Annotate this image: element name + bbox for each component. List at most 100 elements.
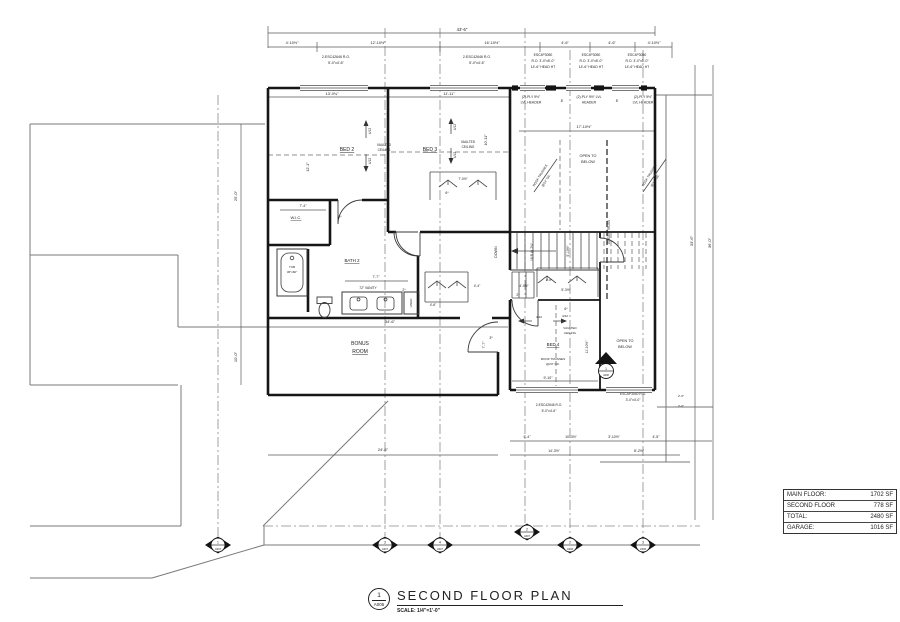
grid-marker-3-sheet: A007 [382, 547, 389, 551]
bed3-slope-2: 4/12 [453, 152, 457, 159]
dim-top-seg-3: 16'-10½" [485, 41, 501, 45]
window-note-4-line2: R.O. 3'-0"x5'-0" [579, 59, 603, 63]
bed4-truss-1: ROOF TRUSSES [541, 357, 565, 361]
bed3-vaulted-2: CEILING [462, 145, 475, 149]
dim-top-seg-6: 4'-10½" [648, 41, 661, 45]
detail-marker: 1 A005 [368, 588, 390, 610]
dim-hall-3: 4'-0½" [519, 284, 529, 288]
roof-outline-lines [29, 94, 713, 579]
open-below-upper-2: BELOW [581, 160, 595, 164]
grid-markers [205, 352, 656, 554]
roof-slope-arrows [363, 118, 667, 324]
dim-top-seg-1: 4'-10½" [286, 41, 299, 45]
dim-br-3: 3'-10½" [608, 435, 621, 439]
section-marker [205, 536, 231, 554]
section-marker [557, 536, 583, 554]
section-marker [514, 523, 540, 541]
area-label: SECOND FLOOR [787, 503, 836, 509]
dim-bed4-depth: 11'-10½" [585, 340, 589, 354]
dim-stairs-width: 5'-10½" [566, 245, 570, 257]
dim-hall-2: 4'-4" [474, 284, 481, 288]
room-bonus-1: BONUS [351, 341, 369, 347]
window-note-5-line3: 14'-6" HEAD HT [625, 65, 649, 69]
title-block: 1 A005 SECOND FLOOR PLAN SCALE: 1/4"=1'-… [368, 588, 623, 614]
dim-wic-width: 7'-4" [300, 204, 308, 208]
vanity-label: 72" VANITY [359, 286, 377, 290]
door-size-bed4-door: 2⁸ [516, 293, 520, 297]
window-note-5-line2: R.O. 3'-0"x5'-0" [625, 59, 649, 63]
section-marker [630, 536, 656, 554]
open-below-lower-2: BELOW [618, 345, 632, 349]
table-row: GARAGE: 1016 SF [784, 523, 896, 533]
window-note-2-line2: 5'-0"x4'-6" [469, 61, 485, 65]
dim-right-360: 36'-0" [707, 237, 712, 248]
tub-label-1: TUB [289, 265, 295, 269]
dim-top-seg-5: 4'-6" [608, 41, 616, 45]
dim-bed3-width: 11'-11" [443, 92, 455, 96]
windows [300, 85, 652, 393]
area-value: 1016 SF [870, 525, 893, 531]
stairs-riser-note: 16 R @ 7¾" [530, 242, 534, 261]
window-note-2-line1: 2-ESC42646 R.O. [463, 55, 491, 59]
header-note-1-line1: (2)-PLY 9½" [522, 95, 541, 99]
grid-marker-2-num: 2 [526, 528, 528, 532]
bed4-truss-2: @24" OC. [546, 362, 560, 366]
grid-marker-4-num: 4 [439, 541, 441, 545]
truss-note-1b: @24" OC. [541, 173, 552, 187]
door-size-bed3-closet: 6⁸ [445, 191, 449, 195]
dim-br-5: 14'-3½" [548, 449, 561, 453]
bed4-slope-2: 4/12 [562, 314, 568, 318]
bed4-slope-1: 4/12 [536, 315, 542, 319]
room-bed4: BED 4 [547, 342, 560, 347]
dim-right-step-1: 2'-0" [678, 394, 684, 398]
room-bed2: BED 2 [340, 147, 355, 153]
area-summary-table: MAIN FLOOR: 1702 SF SECOND FLOOR 778 SF … [783, 489, 897, 534]
stairs [511, 233, 647, 299]
table-row: MAIN FLOOR: 1702 SF [784, 490, 896, 501]
window-note-1-line2: 5'-0"x4'-6" [328, 61, 344, 65]
dim-bed3-closet: 7'-0½" [458, 177, 468, 181]
grid-marker-3-num: 3 [384, 541, 386, 545]
header-note-3-line1: (2)-PLY 9½" [634, 95, 653, 99]
grid-marker-5-num: 2 [569, 541, 571, 545]
dim-hall-depth: 7'-7" [482, 341, 486, 349]
dim-right-336: 33'-6" [689, 235, 694, 246]
dim-br-2: 10'-3½" [565, 435, 578, 439]
toilet-tank [316, 296, 333, 304]
drawing-scale: SCALE: 1/4"=1'-0" [397, 608, 441, 614]
header-note-3-line2: LVL HEADER [633, 101, 654, 105]
window-note-5-line1: ESC4P3050 [628, 53, 647, 57]
truss-note-2b: @24" OC. [650, 173, 661, 187]
dim-bed2-width: 13'-0¾" [326, 92, 339, 96]
door-size-wic: 2⁸ [338, 215, 342, 219]
section-marker-bed4-sheet: A008 [603, 374, 609, 377]
vanity-counter [341, 291, 403, 315]
dashed-lines [268, 140, 608, 386]
dim-top-seg-4: 4'-6" [561, 41, 569, 45]
grid-marker-6-num: 3 [642, 541, 644, 545]
header-block [512, 85, 518, 91]
room-wic: W.I.C. [291, 215, 302, 220]
open-below-lower-1: OPEN TO [617, 339, 634, 343]
dim-openbelow-width: 17'-10½" [577, 125, 593, 129]
window-note-4-line3: 14'-6" HEAD HT [579, 65, 603, 69]
door-size-bed4-closet: 6⁸ [564, 307, 568, 311]
sink-left [349, 296, 368, 311]
girder-truss-label: GIRDER TRUSS [607, 220, 611, 244]
grid-marker-1-sheet: A007 [215, 547, 222, 551]
toilet-bowl [318, 302, 331, 318]
open-below-upper-1: OPEN TO [580, 154, 597, 158]
dim-overall-width: 43'-6" [457, 27, 468, 32]
closets [424, 171, 599, 303]
window-note-7-line2: 3'-0"x4'-0" [626, 398, 642, 402]
dim-br-6: 8'-2½" [634, 449, 645, 453]
dim-right-step-2: 2'-6" [678, 404, 684, 408]
sink-right [376, 296, 395, 311]
bed2-slope-1: 4/12 [368, 128, 372, 135]
detail-sheet: A005 [373, 601, 385, 607]
header-dim-2: 8' [616, 99, 619, 103]
window-note-6-line2: 5'-0"x4'-6" [542, 409, 558, 413]
area-label: TOTAL: [787, 514, 808, 520]
dim-landing: 5'-3½" [561, 288, 571, 292]
